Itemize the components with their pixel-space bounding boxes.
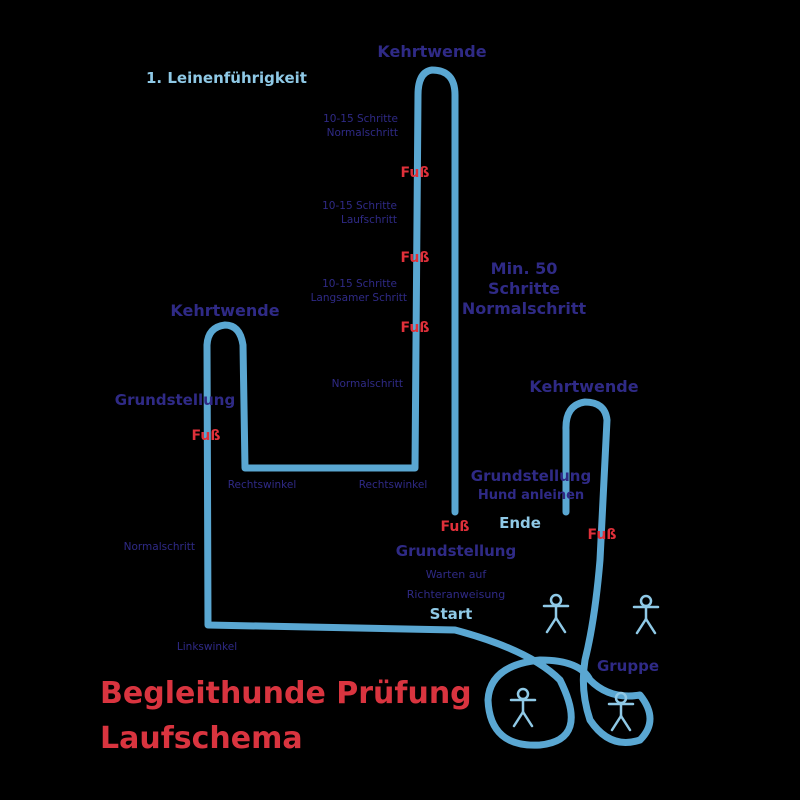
linkswinkel-label: Linkswinkel bbox=[177, 641, 237, 653]
title-line-1: Begleithunde Prüfung bbox=[100, 676, 472, 711]
fuss-marker: Fuß bbox=[441, 519, 470, 535]
grundstellung-start-label: Grundstellung bbox=[396, 542, 516, 560]
normal-steps-label-line2: Normalschritt bbox=[327, 127, 398, 139]
normalschritt-left-label: Normalschritt bbox=[124, 541, 195, 553]
richteranweisung-label: Richteranweisung bbox=[407, 588, 506, 601]
lauf-steps-label-line2: Laufschritt bbox=[341, 214, 397, 226]
kehrtwende-left-label: Kehrtwende bbox=[170, 301, 279, 320]
title-line-2: Laufschema bbox=[100, 721, 303, 756]
ende-label: Ende bbox=[499, 514, 541, 532]
slow-steps-label-line2: Langsamer Schritt bbox=[311, 292, 407, 304]
grundstellung-right-label: Grundstellung bbox=[471, 467, 591, 485]
slow-steps-label-line1: 10-15 Schritte bbox=[322, 278, 397, 290]
person-icon bbox=[509, 687, 537, 728]
warten-auf-label: Warten auf bbox=[426, 568, 488, 581]
fuss-marker: Fuß bbox=[192, 428, 221, 444]
fuss-marker: Fuß bbox=[401, 320, 430, 336]
start-label: Start bbox=[430, 605, 473, 623]
fuss-marker: Fuß bbox=[588, 527, 617, 543]
rechtswinkel-2-label: Rechtswinkel bbox=[359, 479, 428, 491]
kehrtwende-right-label: Kehrtwende bbox=[529, 377, 638, 396]
fuss-marker: Fuß bbox=[401, 165, 430, 181]
person-icon bbox=[632, 594, 660, 635]
hund-anleinen-label: Hund anleinen bbox=[478, 488, 584, 503]
person-icon bbox=[607, 691, 635, 732]
rechtswinkel-1-label: Rechtswinkel bbox=[228, 479, 297, 491]
person-icon bbox=[542, 593, 570, 634]
normal-steps-label-line1: 10-15 Schritte bbox=[323, 113, 398, 125]
kehrtwende-top-label: Kehrtwende bbox=[377, 42, 486, 61]
min50-label-line2: Schritte bbox=[488, 279, 560, 298]
fuss-marker: Fuß bbox=[401, 250, 430, 266]
min50-label-line1: Min. 50 bbox=[491, 259, 558, 278]
min50-label-line3: Normalschritt bbox=[462, 299, 587, 318]
section-heading: 1. Leinenführigkeit bbox=[146, 69, 307, 87]
lauf-steps-label-line1: 10-15 Schritte bbox=[322, 200, 397, 212]
normalschritt-mid-label: Normalschritt bbox=[332, 378, 403, 390]
walking-path bbox=[203, 66, 654, 749]
gruppe-label: Gruppe bbox=[597, 657, 659, 675]
grundstellung-left-label: Grundstellung bbox=[115, 391, 235, 409]
